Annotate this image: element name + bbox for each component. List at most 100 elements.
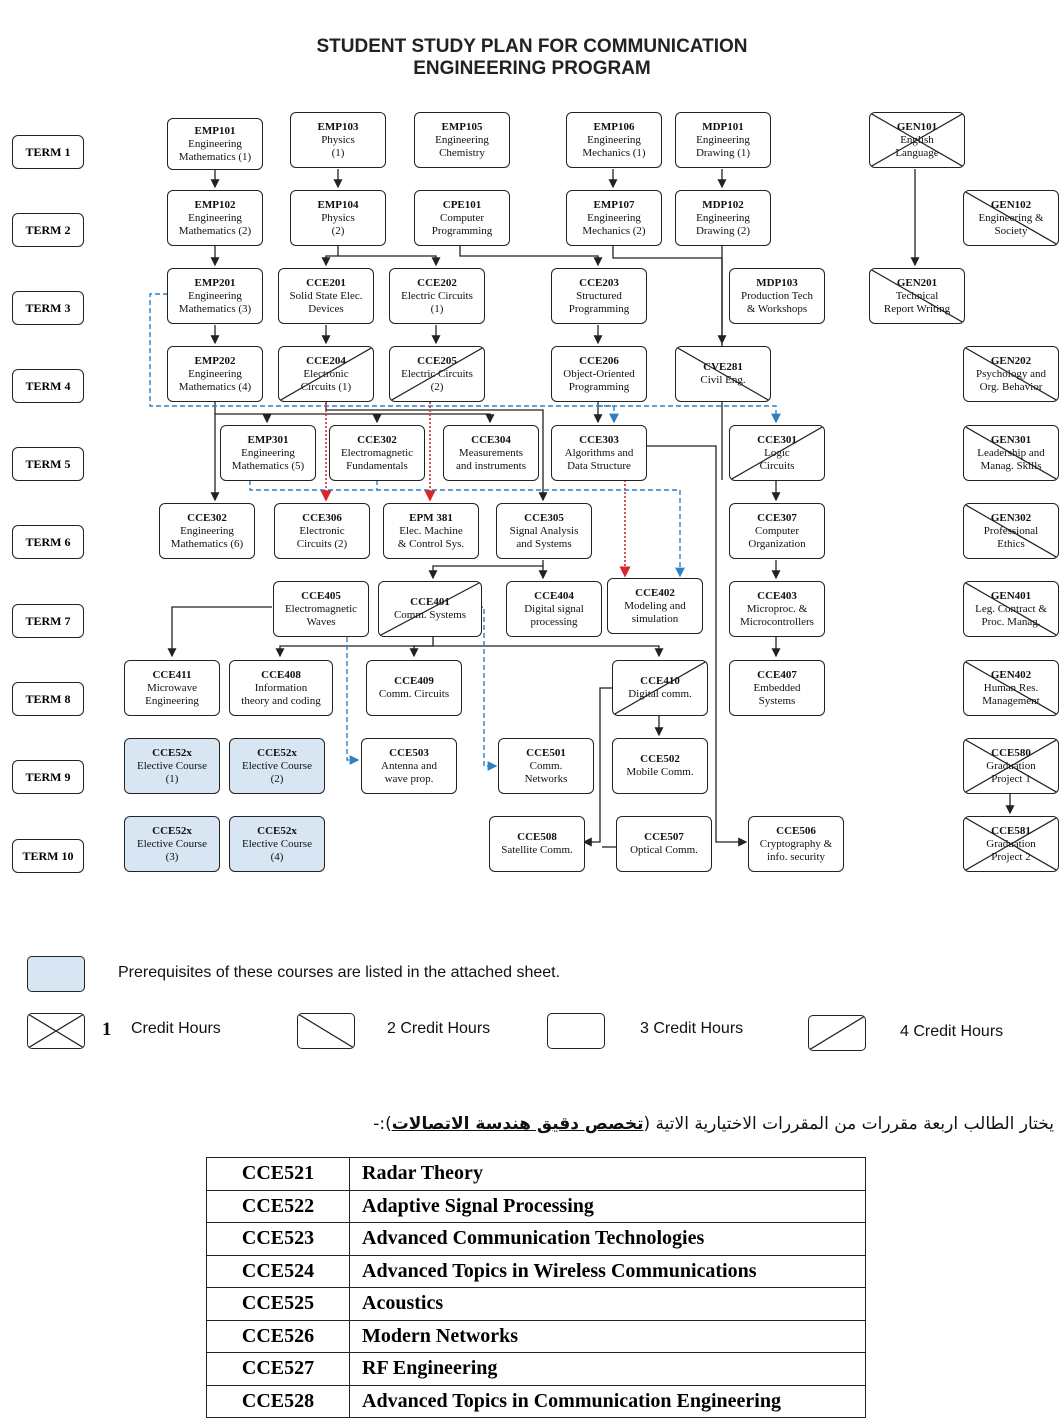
course-code: CCE303 (579, 433, 619, 446)
elective-title: RF Engineering (349, 1352, 866, 1386)
elective-title: Acoustics (349, 1287, 866, 1321)
course-code: EMP103 (317, 120, 359, 133)
course-title: Microproc. & Microcontrollers (740, 602, 814, 628)
term-label: TERM 3 (12, 291, 84, 325)
course-title: Engineering Mathematics (2) (178, 211, 252, 237)
course-title: Electromagnetic Fundamentals (340, 446, 414, 472)
course-code: EMP102 (194, 198, 236, 211)
course-code: CCE206 (579, 354, 619, 367)
course-code: GEN301 (990, 433, 1032, 446)
term-label: TERM 6 (12, 525, 84, 559)
term-label: TERM 4 (12, 369, 84, 403)
course-code: CCE402 (635, 586, 675, 599)
course-code: EMP106 (593, 120, 635, 133)
course-title: Civil Eng. (700, 374, 746, 386)
arrow-cce305-cce401 (428, 560, 544, 580)
course-title: Information theory and coding (241, 681, 321, 707)
arrow-emp202-emp301 (214, 402, 272, 424)
course-title: English Language (895, 133, 939, 159)
course-title: Logic Circuits (759, 446, 795, 472)
elective-code: CCE523 (206, 1222, 350, 1256)
course-code: CCE401 (410, 596, 450, 608)
elective-title: Adaptive Signal Processing (349, 1189, 866, 1223)
course-title: Engineering Mechanics (1) (582, 133, 646, 159)
course-title: Comm. Systems (393, 609, 467, 621)
course-title: Engineering Mechanics (2) (582, 211, 646, 237)
course-title: Engineering Chemistry (435, 133, 489, 159)
blue-arrow-cce405-cce503 (346, 637, 360, 765)
arrow-emp104-cce201 (321, 246, 339, 267)
elective-title: Advanced Topics in Communication Enginee… (349, 1384, 866, 1418)
course-code: CCE502 (640, 753, 680, 765)
course-code: EMP105 (441, 120, 483, 133)
arrow-cce401-cce408 (275, 637, 434, 658)
course-code: GEN202 (990, 354, 1032, 367)
course-title: Engineering Drawing (1) (695, 133, 751, 159)
course-title: Comm. Circuits (378, 688, 450, 700)
course-code: MDP103 (756, 276, 798, 289)
course-code: GEN102 (990, 198, 1032, 211)
course-title: Electric Circuits (2) (401, 367, 473, 393)
course-code: CCE581 (991, 824, 1031, 837)
course-code: CCE307 (757, 511, 797, 524)
course-code: CCE205 (417, 354, 457, 367)
prerequisite-connectors (149, 169, 1015, 848)
term-label: TERM 8 (12, 682, 84, 716)
course-code: CPE101 (442, 198, 482, 211)
course-title: Leadership and Manag. Skills (977, 446, 1045, 472)
term-label: TERM 1 (12, 135, 84, 169)
course-title: Engineering Drawing (2) (695, 211, 751, 237)
course-title: Computer Programming (431, 211, 493, 237)
course-code: CCE302 (187, 511, 227, 524)
elective-code: CCE527 (206, 1352, 350, 1386)
course-title: Embedded Systems (753, 681, 801, 707)
course-code: CCE407 (757, 668, 797, 681)
course-title: Professional Ethics (983, 524, 1039, 550)
course-code: MDP102 (702, 198, 744, 211)
course-code: MDP101 (702, 120, 744, 133)
course-code: CCE52x (152, 824, 192, 837)
elective-title: Radar Theory (349, 1157, 866, 1191)
elective-title: Modern Networks (349, 1319, 866, 1353)
arrow-emp202-cce302 (267, 413, 382, 424)
course-code: GEN302 (990, 511, 1032, 524)
course-title: Technical Report Writing (883, 289, 951, 315)
course-code: EMP301 (247, 433, 289, 446)
course-code: CCE506 (776, 824, 816, 837)
course-code: CCE204 (306, 354, 346, 367)
course-title: Elective Course (2) (242, 759, 312, 785)
course-code: CCE52x (257, 746, 297, 759)
arrow-cce401-cce410 (433, 645, 664, 658)
legend-4-credit-swatch (808, 1015, 866, 1051)
course-title: Elective Course (4) (242, 837, 312, 863)
arrow-emp202-cce304 (377, 413, 495, 424)
course-title: Electronic Circuits (1) (300, 367, 352, 393)
course-code: EMP104 (317, 198, 359, 211)
